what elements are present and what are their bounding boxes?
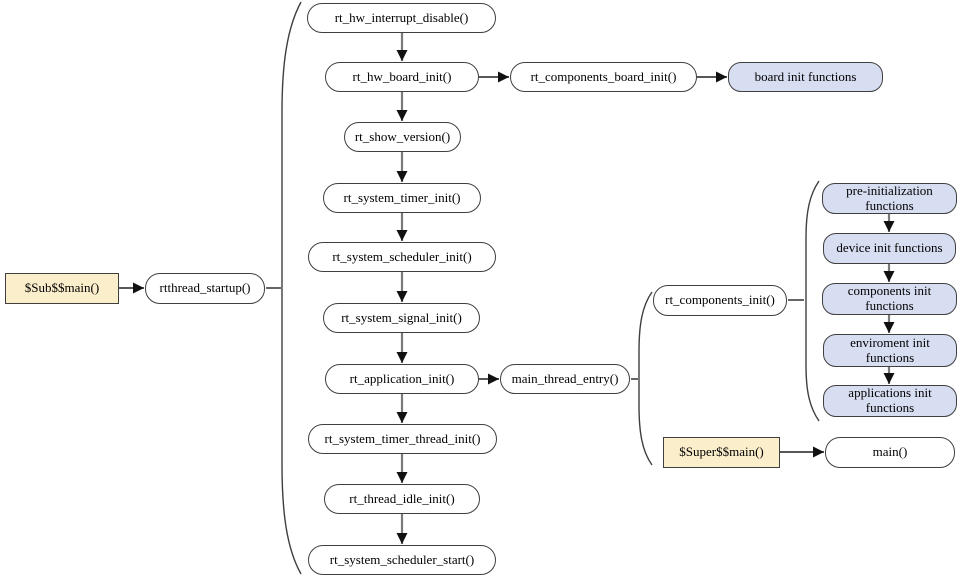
node-rt-hw-interrupt-disable: rt_hw_interrupt_disable()	[307, 3, 496, 33]
node-applications-init-functions: applications init functions	[823, 385, 957, 417]
node-rt-system-scheduler-init: rt_system_scheduler_init()	[308, 242, 496, 272]
node-rt-system-timer-thread-init: rt_system_timer_thread_init()	[308, 424, 497, 454]
brace-rtthread-startup	[281, 1, 302, 575]
brace-main-thread-entry	[638, 291, 653, 466]
node-rt-system-timer-init: rt_system_timer_init()	[323, 183, 481, 213]
brace-rt-components-init	[805, 180, 820, 422]
node-rt-components-board-init: rt_components_board_init()	[510, 62, 697, 92]
node-device-init-functions: device init functions	[823, 233, 956, 264]
node-rt-components-init: rt_components_init()	[653, 285, 787, 316]
node-pre-initialization-functions: pre-initialization functions	[822, 183, 957, 214]
node-rt-system-scheduler-start: rt_system_scheduler_start()	[308, 545, 496, 575]
horizontal-arrows	[119, 71, 824, 458]
node-super-main: $Super$$main()	[663, 437, 780, 468]
node-board-init-functions: board init functions	[728, 62, 883, 92]
node-environment-init-functions: enviroment init functions	[823, 334, 957, 367]
node-rt-system-signal-init: rt_system_signal_init()	[323, 303, 480, 333]
node-components-init-functions: components init functions	[822, 283, 957, 315]
node-rt-application-init: rt_application_init()	[325, 364, 479, 394]
node-sub-main: $Sub$$main()	[5, 273, 119, 304]
dash-connectors	[266, 287, 804, 380]
node-rtthread-startup: rtthread_startup()	[145, 273, 265, 304]
node-main-thread-entry: main_thread_entry()	[500, 364, 630, 394]
node-rt-show-version: rt_show_version()	[344, 122, 461, 152]
node-rt-hw-board-init: rt_hw_board_init()	[325, 62, 479, 92]
node-main: main()	[825, 437, 955, 468]
node-rt-thread-idle-init: rt_thread_idle_init()	[324, 484, 480, 514]
